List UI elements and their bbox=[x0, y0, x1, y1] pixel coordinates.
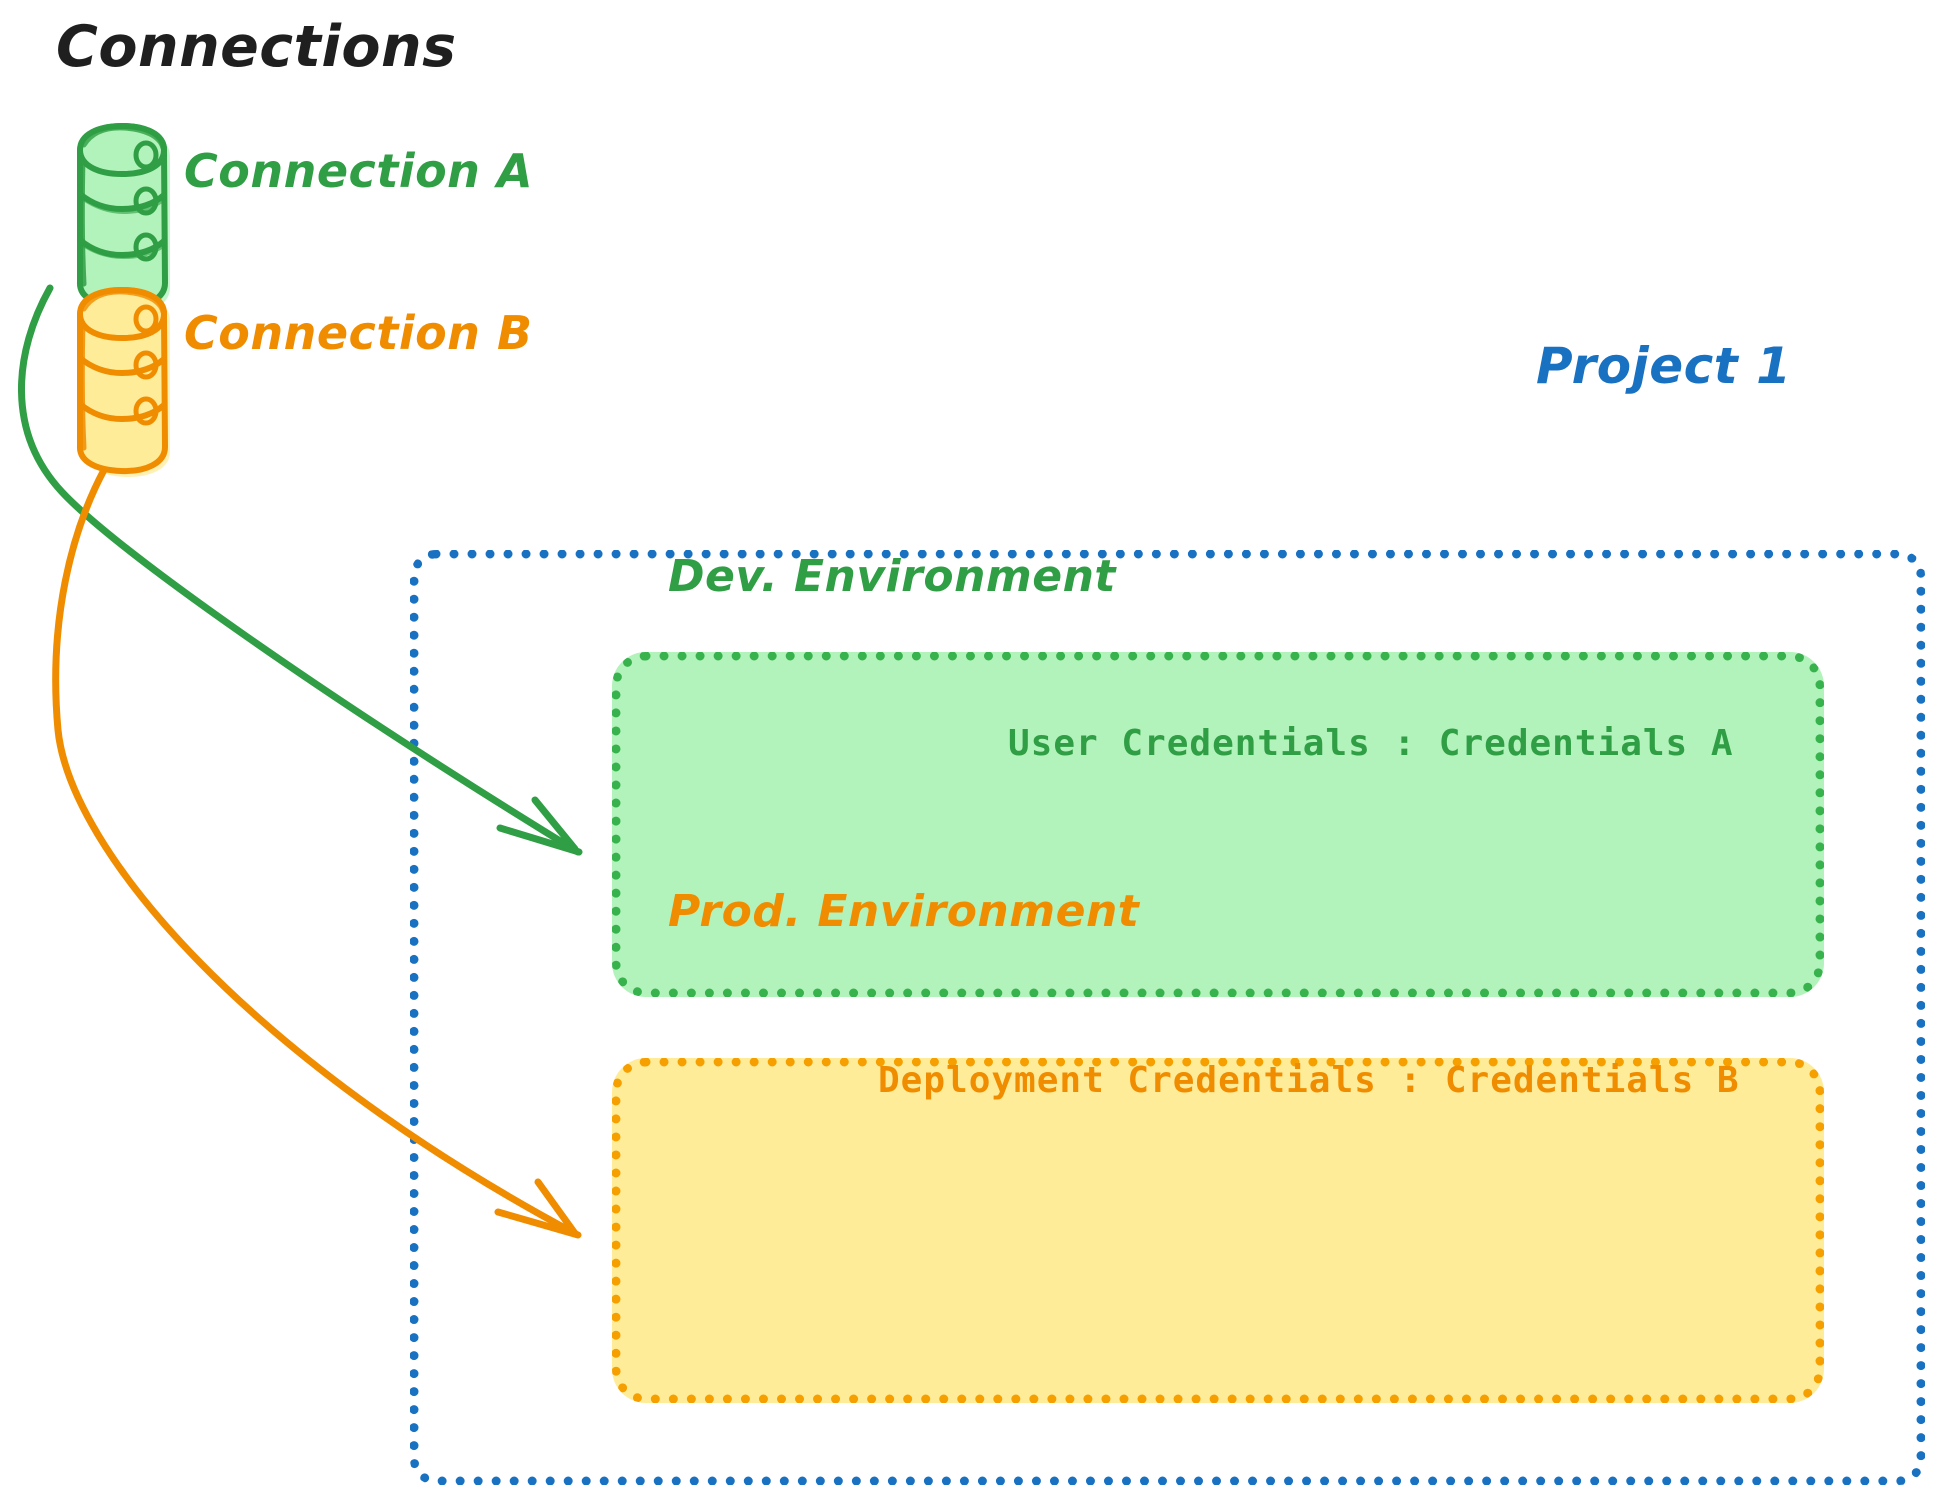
project-container bbox=[410, 550, 1925, 1485]
page-title: Connections bbox=[56, 14, 457, 80]
database-cylinder-icon-connection-a[interactable] bbox=[77, 123, 170, 313]
connection-a-label[interactable]: Connection A bbox=[184, 144, 534, 198]
arrow-connection-b-to-prod bbox=[52, 466, 582, 1239]
dev-environment-credentials: User Credentials : Credentials A bbox=[1008, 723, 1734, 764]
prod-environment-box bbox=[612, 1058, 1824, 1403]
prod-environment-title: Prod. Environment bbox=[668, 886, 1140, 937]
dev-environment-title: Dev. Environment bbox=[668, 551, 1116, 602]
connection-b-label[interactable]: Connection B bbox=[184, 306, 533, 360]
prod-environment-credentials: Deployment Credentials : Credentials B bbox=[878, 1060, 1740, 1101]
dev-environment-box bbox=[612, 652, 1824, 997]
database-cylinder-icon-connection-b[interactable] bbox=[77, 287, 170, 477]
project-title: Project 1 bbox=[1536, 337, 1792, 395]
arrow-connection-a-to-dev bbox=[18, 284, 583, 856]
